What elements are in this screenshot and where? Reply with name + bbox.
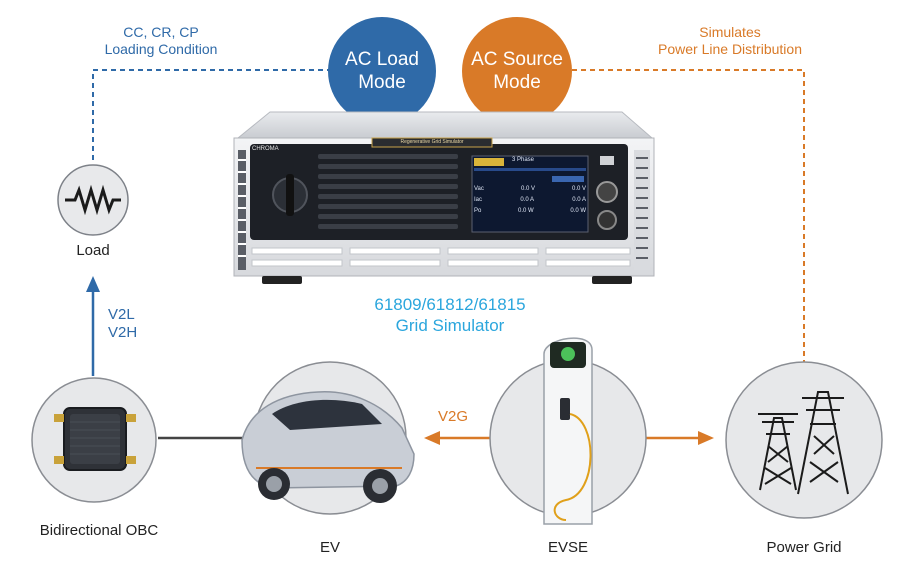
- device-brand: CHROMA: [252, 146, 279, 152]
- screen-header: 3 Phase: [512, 157, 535, 163]
- power-line-note: Simulates Power Line Distribution: [658, 24, 802, 57]
- grid-simulator-illustration: [233, 111, 655, 284]
- v2l-arrow-head: [86, 276, 100, 292]
- transmission-tower-icon: [758, 391, 849, 495]
- evse-node: [489, 337, 647, 525]
- grid-simulator-caption: 61809/61812/61815 Grid Simulator: [374, 295, 526, 335]
- load-mode-dashed-link: [92, 69, 330, 160]
- resistor-icon: [65, 184, 121, 216]
- ev-node: [241, 361, 415, 515]
- source-mode-dashed-link: [572, 69, 805, 362]
- grid-arrow-head: [698, 431, 714, 445]
- ev-car-icon: [241, 391, 415, 503]
- load-node: [57, 164, 129, 236]
- ac-source-mode-badge: AC Source Mode: [462, 17, 572, 125]
- device-panel-title: Regenerative Grid Simulator: [400, 139, 464, 145]
- power-grid-node: [725, 361, 883, 519]
- v2l-v2h-label: V2L V2H: [108, 306, 138, 341]
- ac-load-mode-badge: AC Load Mode: [328, 17, 436, 125]
- v2g-arrow-head: [424, 431, 440, 445]
- power-grid-label: Power Grid: [766, 539, 842, 556]
- load-condition-note: CC, CR, CP Loading Condition: [104, 24, 218, 57]
- ev-label: EV: [319, 539, 340, 556]
- ev-charger-icon: [543, 337, 593, 525]
- evse-label: EVSE: [547, 539, 589, 556]
- obc-label: Bidirectional OBC: [39, 522, 159, 539]
- v2g-label: V2G: [438, 408, 469, 425]
- load-label: Load: [76, 242, 110, 259]
- grid-simulator-device: CHROMA Regenerative Grid Simulator 3 Pha…: [222, 110, 664, 288]
- obc-node: [31, 377, 157, 503]
- obc-module-icon: [54, 407, 136, 471]
